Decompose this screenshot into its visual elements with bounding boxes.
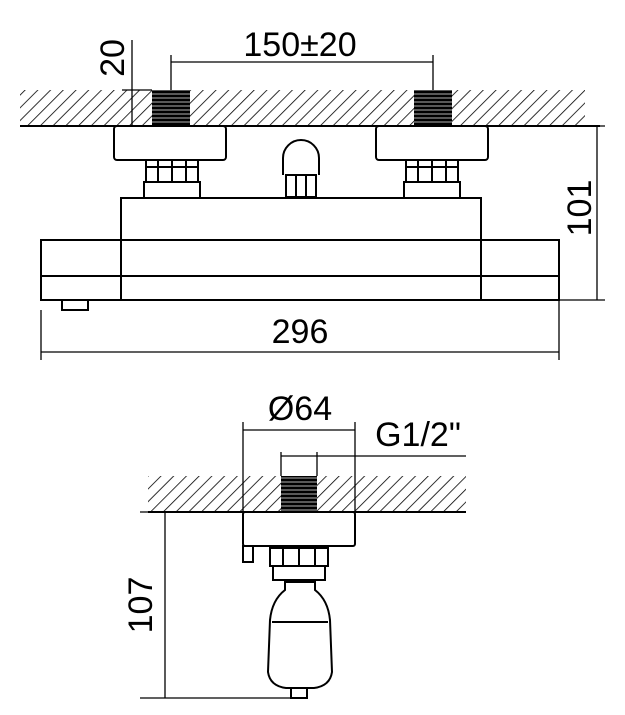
top-view (20, 40, 605, 360)
label-height: 101 (561, 180, 599, 237)
nut-right (403, 159, 461, 199)
label-thread: G1/2" (375, 416, 461, 454)
end-cap-right (480, 239, 560, 301)
lever-handle (282, 139, 320, 198)
thread-side (281, 476, 317, 512)
dim-line-diameter (242, 422, 356, 512)
dim-line-depth (140, 511, 291, 699)
end-cap-left (40, 239, 122, 301)
wall-hatch-top (20, 90, 585, 126)
label-thread-depth: 20 (94, 39, 132, 77)
dim-line-thread-depth (122, 40, 152, 127)
label-depth: 107 (122, 577, 160, 634)
flange-right (375, 125, 489, 161)
nut-side (269, 547, 329, 581)
label-pitch: 150±20 (243, 26, 356, 64)
dim-line-thread (280, 452, 466, 476)
handle-side (266, 581, 334, 689)
outlet-spout (61, 299, 89, 311)
dim-line-height (488, 125, 605, 301)
mixer-body (120, 197, 482, 301)
side-view (140, 422, 466, 699)
thread-left (152, 90, 190, 126)
label-width: 296 (272, 313, 329, 351)
label-diameter: Ø64 (268, 390, 332, 428)
flange-side (242, 511, 356, 547)
nut-left (143, 159, 201, 199)
dim-line-pitch (170, 55, 434, 90)
dim-line-width (40, 300, 560, 360)
thread-right (414, 90, 452, 126)
flange-left (113, 125, 227, 161)
